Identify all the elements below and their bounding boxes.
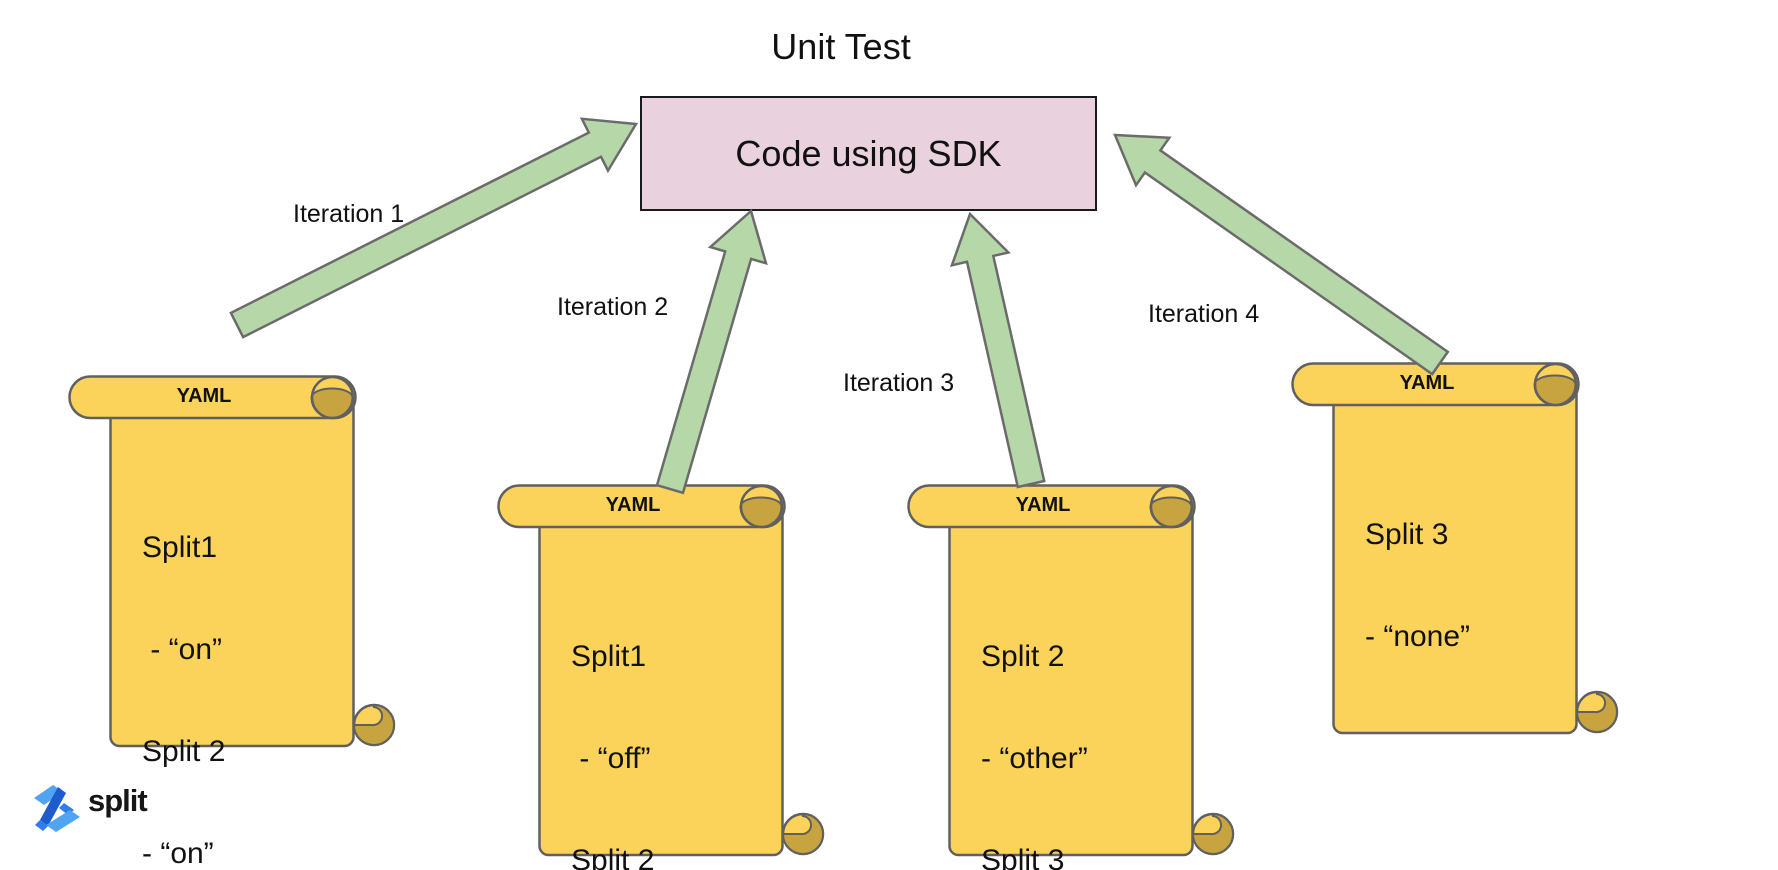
scroll-bottom-roll bbox=[1575, 690, 1618, 733]
code-using-sdk-box: Code using SDK bbox=[640, 96, 1097, 211]
iteration-4-label: Iteration 4 bbox=[1148, 300, 1260, 328]
scroll-band-curl bbox=[310, 375, 355, 420]
iteration-2-label: Iteration 2 bbox=[557, 293, 669, 321]
scroll-band-curl bbox=[1533, 362, 1578, 407]
scroll-band bbox=[907, 484, 1196, 529]
iteration-4-arrow bbox=[1113, 133, 1450, 376]
scroll-band bbox=[68, 375, 357, 420]
logo-ribbon-bottom bbox=[46, 810, 80, 832]
yaml-scroll-4: YAML Split 3 - “none” bbox=[1291, 362, 1623, 736]
iteration-2-arrow bbox=[655, 208, 768, 495]
scroll-shape-icon bbox=[497, 484, 825, 857]
yaml-line: Split 2 bbox=[981, 640, 1065, 673]
yaml-scroll-2-content: Split1 - “off” Split 2 - “off” Split 3 -… bbox=[571, 572, 716, 870]
page-title: Unit Test bbox=[771, 26, 911, 67]
logo-ribbon-top bbox=[34, 785, 63, 805]
yaml-scroll-1-title: YAML bbox=[176, 385, 232, 407]
scroll-shape-icon bbox=[907, 484, 1235, 857]
yaml-scroll-1: YAML Split1 - “on” Split 2 - “on” Split … bbox=[68, 375, 400, 870]
scroll-band bbox=[497, 484, 786, 529]
yaml-line: Split 3 bbox=[981, 844, 1065, 870]
yaml-scroll-4-title: YAML bbox=[1399, 372, 1455, 394]
yaml-line: Split1 bbox=[571, 640, 647, 673]
scroll-bottom-roll bbox=[781, 812, 824, 855]
yaml-line: - “other” bbox=[981, 742, 1088, 775]
yaml-line: Split 2 bbox=[142, 735, 226, 768]
iteration-1-label: Iteration 1 bbox=[293, 200, 405, 228]
iteration-3-arrow bbox=[949, 211, 1046, 489]
logo-ribbon-tail bbox=[35, 820, 48, 831]
logo-ribbon-diagonal bbox=[40, 787, 66, 826]
split-logo: split bbox=[33, 782, 148, 834]
iteration-3-label: Iteration 3 bbox=[843, 369, 955, 397]
yaml-line: Split 3 bbox=[1365, 518, 1449, 551]
scroll-shape-icon bbox=[68, 375, 396, 748]
scroll-bottom-roll bbox=[352, 703, 395, 746]
yaml-line: - “on” bbox=[142, 837, 214, 870]
scroll-bottom-roll bbox=[1191, 812, 1234, 855]
yaml-scroll-2-title: YAML bbox=[605, 494, 661, 516]
code-using-sdk-label: Code using SDK bbox=[735, 132, 1002, 174]
yaml-scroll-3-content: Split 2 - “other” Split 3 - “low” bbox=[981, 572, 1088, 870]
scroll-band-curl bbox=[1149, 484, 1194, 529]
split-logo-icon bbox=[34, 785, 80, 832]
yaml-scroll-1-content: Split1 - “on” Split 2 - “on” Split 3 - “… bbox=[142, 463, 237, 870]
yaml-line: - “off” bbox=[571, 742, 651, 775]
yaml-line: - “none” bbox=[1365, 620, 1471, 653]
yaml-scroll-4-content: Split 3 - “none” bbox=[1365, 450, 1470, 722]
yaml-scroll-3-title: YAML bbox=[1015, 494, 1071, 516]
yaml-line: Split1 bbox=[142, 531, 218, 564]
yaml-line: - “on” bbox=[142, 633, 223, 666]
yaml-scroll-2: YAML Split1 - “off” Split 2 - “off” Spli… bbox=[497, 484, 829, 870]
yaml-line: Split 2 bbox=[571, 844, 655, 870]
split-logo-text: split bbox=[88, 783, 148, 818]
yaml-scroll-3: YAML Split 2 - “other” Split 3 - “low” bbox=[907, 484, 1239, 870]
